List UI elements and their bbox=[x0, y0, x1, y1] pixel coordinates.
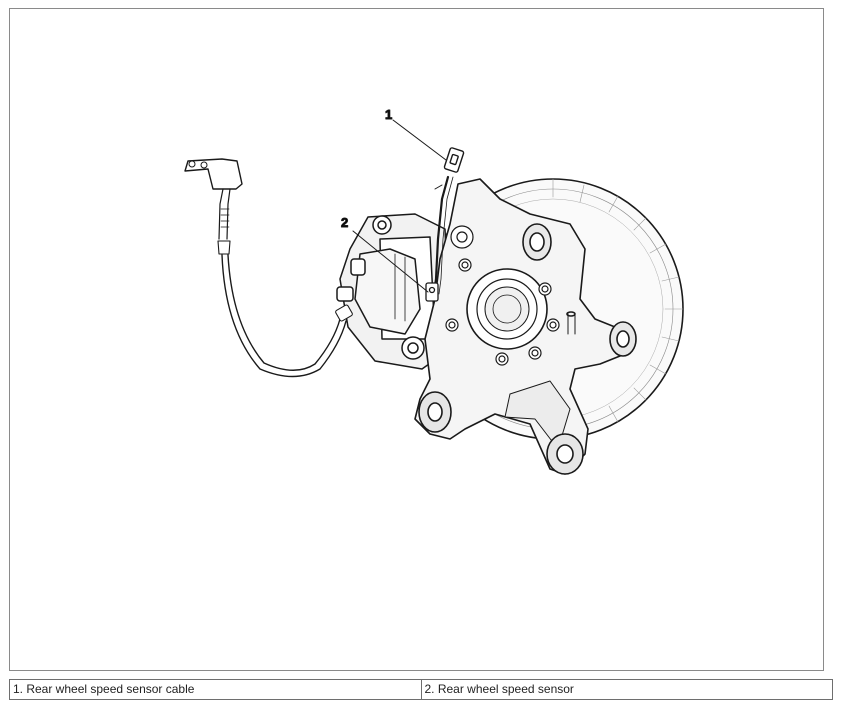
legend-item-sensor-cable: 1. Rear wheel speed sensor cable bbox=[9, 679, 422, 700]
steering-knuckle bbox=[414, 178, 637, 475]
knuckle-assembly-illustration: 1 2 bbox=[184, 107, 684, 475]
brake-caliper bbox=[336, 213, 451, 370]
wheel-speed-sensor bbox=[425, 282, 439, 302]
figure-frame: 1 2 bbox=[9, 8, 824, 671]
legend-row: 1. Rear wheel speed sensor cable 2. Rear… bbox=[9, 679, 833, 700]
legend-table: 1. Rear wheel speed sensor cable 2. Rear… bbox=[9, 679, 833, 700]
legend-item-sensor: 2. Rear wheel speed sensor bbox=[420, 679, 833, 700]
sensor-cable bbox=[432, 147, 465, 296]
brake-hose bbox=[184, 158, 353, 378]
callout-1: 1 bbox=[385, 107, 392, 122]
callout-leaders bbox=[352, 119, 447, 293]
callout-2: 2 bbox=[341, 215, 348, 230]
